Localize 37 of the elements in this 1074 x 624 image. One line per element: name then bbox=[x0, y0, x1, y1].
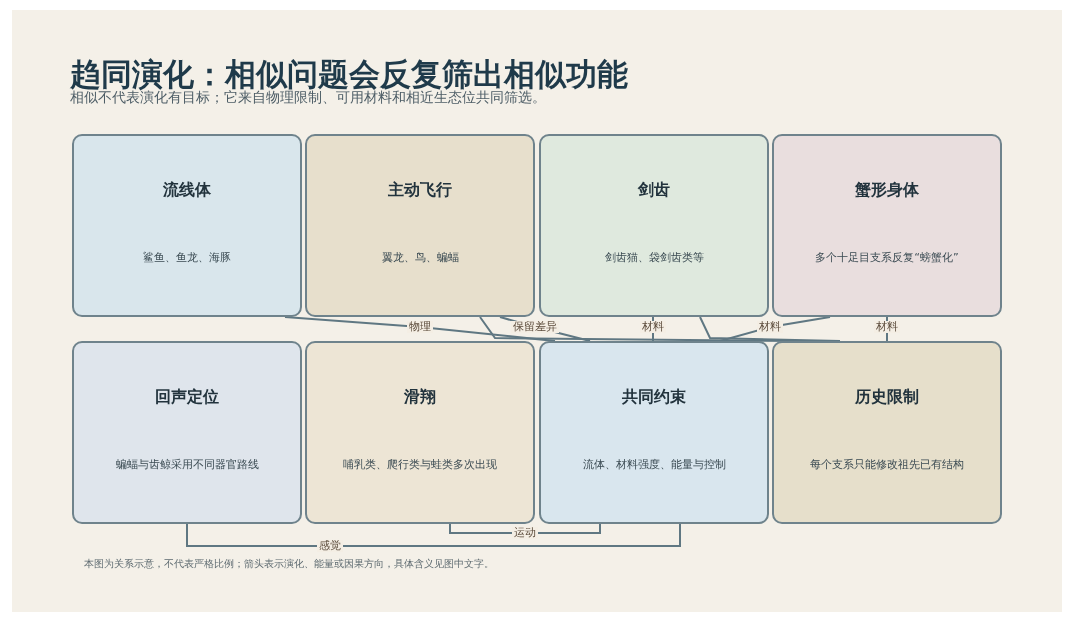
card bbox=[72, 134, 302, 317]
card-title: 历史限制 bbox=[854, 387, 920, 408]
card-title: 回声定位 bbox=[154, 387, 220, 408]
card bbox=[305, 341, 535, 524]
card bbox=[539, 341, 769, 524]
subtitle: 相似不代表演化有目标；它来自物理限制、可用材料和相近生态位共同筛选。 bbox=[70, 89, 546, 107]
connector-line bbox=[449, 522, 601, 534]
edge-label: 材料 bbox=[640, 321, 666, 333]
edge-label: 物理 bbox=[407, 321, 433, 333]
card-title: 流线体 bbox=[162, 180, 212, 201]
card-text: 剑齿猫、袋剑齿类等 bbox=[603, 250, 705, 265]
card bbox=[539, 134, 769, 317]
card-text: 流体、材料强度、能量与控制 bbox=[581, 457, 727, 472]
edge-label: 感觉 bbox=[317, 540, 343, 552]
card-text: 翼龙、鸟、蝙蝠 bbox=[380, 250, 460, 265]
card-text: 哺乳类、爬行类与蛙类多次出现 bbox=[342, 457, 498, 472]
card-text: 鲨鱼、鱼龙、海豚 bbox=[142, 250, 232, 265]
card bbox=[72, 341, 302, 524]
card-title: 蟹形身体 bbox=[854, 180, 920, 201]
card-text: 多个十足目支系反复“螃蟹化” bbox=[814, 250, 960, 265]
card bbox=[772, 341, 1002, 524]
card-title: 主动飞行 bbox=[387, 180, 453, 201]
card-title: 共同约束 bbox=[621, 387, 687, 408]
card-title: 剑齿 bbox=[636, 180, 671, 201]
edge-label: 保留差异 bbox=[511, 321, 559, 333]
connector-line bbox=[284, 316, 556, 342]
card-text: 蝙蝠与齿鲸采用不同器官路线 bbox=[114, 457, 260, 472]
card bbox=[305, 134, 535, 317]
connector-line bbox=[186, 522, 681, 547]
card bbox=[772, 134, 1002, 317]
connector-line bbox=[699, 316, 841, 342]
card-title: 滑翔 bbox=[403, 387, 437, 408]
edge-label: 运动 bbox=[512, 527, 538, 539]
card-text: 每个支系只能修改祖先已有结构 bbox=[809, 457, 965, 472]
edge-label: 材料 bbox=[874, 321, 900, 333]
edge-label: 材料 bbox=[757, 321, 783, 333]
footnote: 本图为关系示意，不代表严格比例；箭头表示演化、能量或因果方向，具体含义见图中文字。 bbox=[84, 557, 494, 571]
